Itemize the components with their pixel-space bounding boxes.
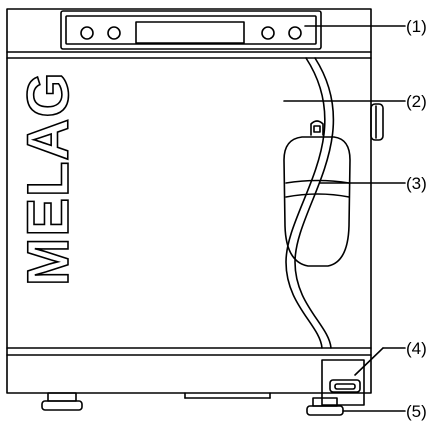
callout-label-2: (2) [406,92,427,111]
callout-label-3: (3) [406,174,427,193]
callout-label-5: (5) [406,402,427,421]
door-edge-curve-inner [294,57,335,349]
lock-icon [310,120,324,136]
side-knob [370,103,384,141]
port-connector [321,359,365,406]
door-handle [283,120,351,267]
foot-right [306,397,344,416]
foot-left [41,392,83,411]
brand-logo: MELAG [16,72,81,286]
callout-label-4: (4) [406,339,427,358]
device-body [6,8,372,394]
leader-line-4 [354,347,384,376]
control-button-2 [107,26,121,40]
control-panel [60,10,322,50]
callout-label-1: (1) [406,17,427,36]
control-button-1 [80,26,94,40]
control-button-4 [288,26,302,40]
control-button-3 [261,26,275,40]
display-screen [135,21,245,44]
